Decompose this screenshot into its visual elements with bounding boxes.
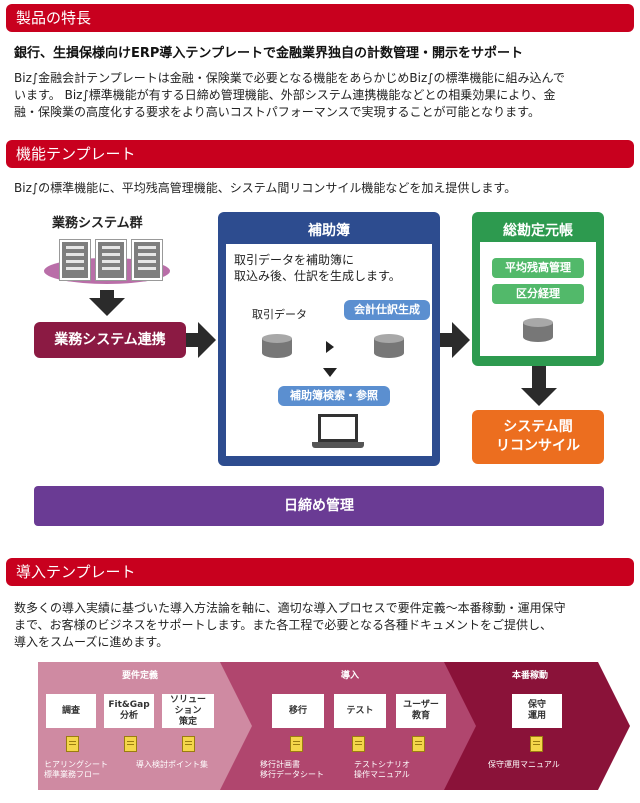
document-note: 移行計画書 移行データシート [260, 760, 324, 779]
daily-close-bar: 日締め管理 [34, 486, 604, 526]
sub-ledger-content: 取引データを補助簿に 取込み後、仕訳を生成します。 取引データ 会計仕訳生成 補… [226, 244, 432, 456]
sub-ledger-description-line: 取引データを補助簿に [234, 253, 355, 267]
implementation-body-line: まで、お客様のビジネスをサポートします。また各工程で必要となる各種ドキュメントを… [14, 618, 552, 632]
database-icon [523, 318, 553, 344]
implementation-body-line: 数多くの導入実績に基づいた導入方法論を軸に、適切な導入プロセスで要件定義～本番稼… [14, 601, 566, 615]
laptop-icon [318, 414, 358, 442]
document-icon [124, 736, 137, 752]
reconcile-line: リコンサイル [496, 438, 580, 454]
building-icon [60, 240, 90, 280]
reconcile-line: システム間 [503, 419, 573, 435]
document-icon [66, 736, 79, 752]
task-box: ソリュー ション 策定 [162, 694, 214, 728]
arrow-right-icon [452, 322, 470, 358]
laptop-icon [312, 442, 364, 448]
arrow-down-icon [100, 290, 114, 300]
arrow-down-icon [521, 388, 557, 406]
section-header-function-template: 機能テンプレート [6, 140, 634, 168]
reconcile-box: システム間 リコンサイル [472, 410, 604, 464]
systems-label: 業務システム群 [52, 216, 143, 231]
document-note: 導入検討ポイント集 [136, 760, 208, 769]
transaction-data-label: 取引データ [252, 308, 307, 321]
task-box: Fit&Gap 分析 [104, 694, 154, 728]
sub-ledger-title: 補助簿 [308, 223, 350, 239]
task-box: テスト [334, 694, 386, 728]
journal-gen-label: 会計仕訳生成 [344, 300, 430, 320]
document-note: 保守運用マニュアル [488, 760, 560, 769]
arrow-right-icon [440, 333, 452, 347]
implementation-body-line: 導入をスムーズに進めます。 [14, 635, 169, 649]
general-ledger-title: 総勘定元帳 [503, 223, 573, 239]
arrow-right-icon [326, 341, 334, 353]
features-body-line: います。 Biz∫標準機能が有する日締め管理機能、外部システム連携機能などとの相… [14, 88, 556, 102]
section-header-features: 製品の特長 [6, 4, 634, 32]
phase-label: 要件定義 [121, 671, 158, 681]
general-ledger-content: 平均残高管理 区分経理 [480, 242, 596, 356]
features-lead: 銀行、生損保様向けERP導入テンプレートで金融業界独自の計数管理・開示をサポート [14, 46, 524, 61]
document-note: ヒアリングシート 標準業務フロー [44, 760, 108, 779]
task-box: 移行 [272, 694, 324, 728]
document-icon [352, 736, 365, 752]
segment-accounting-label: 区分経理 [492, 284, 584, 304]
average-balance-label: 平均残高管理 [492, 258, 584, 278]
implementation-body: 数多くの導入実績に基づいた導入方法論を軸に、適切な導入プロセスで要件定義～本番稼… [14, 600, 630, 651]
document-icon [290, 736, 303, 752]
section-header-implementation-template: 導入テンプレート [6, 558, 634, 586]
document-icon [182, 736, 195, 752]
features-body-line: 融・保険業の高度化する要求をより高いコストパフォーマンスで実現することが可能とな… [14, 105, 540, 119]
arrow-down-icon [89, 298, 125, 316]
building-icon [96, 240, 126, 280]
document-icon [530, 736, 543, 752]
arrow-right-icon [186, 333, 198, 347]
arrow-down-icon [532, 366, 546, 388]
sub-ledger-description: 取引データを補助簿に 取込み後、仕訳を生成します。 [234, 252, 401, 284]
sub-ledger-box: 補助簿 取引データを補助簿に 取込み後、仕訳を生成します。 取引データ 会計仕訳… [218, 212, 440, 466]
arrow-right-icon [198, 322, 216, 358]
task-box: ユーザー 教育 [396, 694, 446, 728]
function-template-body: Biz∫の標準機能に、平均残高管理機能、システム間リコンサイル機能などを加え提供… [14, 181, 517, 195]
phase-label: 導入 [340, 671, 359, 681]
sub-ledger-description-line: 取込み後、仕訳を生成します。 [234, 269, 401, 283]
general-ledger-box: 総勘定元帳 平均残高管理 区分経理 [472, 212, 604, 366]
building-icon [132, 240, 162, 280]
integration-label: 業務システム連携 [34, 322, 186, 358]
phase-label: 本番稼動 [511, 671, 548, 681]
features-body-line: Biz∫金融会計テンプレートは金融・保険業で必要となる機能をあらかじめBiz∫の… [14, 71, 565, 85]
features-body: Biz∫金融会計テンプレートは金融・保険業で必要となる機能をあらかじめBiz∫の… [14, 70, 630, 121]
arrow-down-icon [323, 368, 337, 377]
task-box: 保守 運用 [512, 694, 562, 728]
task-box: 調査 [46, 694, 96, 728]
database-icon [374, 334, 404, 360]
document-icon [412, 736, 425, 752]
database-icon [262, 334, 292, 360]
document-note: テストシナリオ 操作マニュアル [354, 760, 410, 779]
search-label: 補助簿検索・参照 [278, 386, 390, 406]
